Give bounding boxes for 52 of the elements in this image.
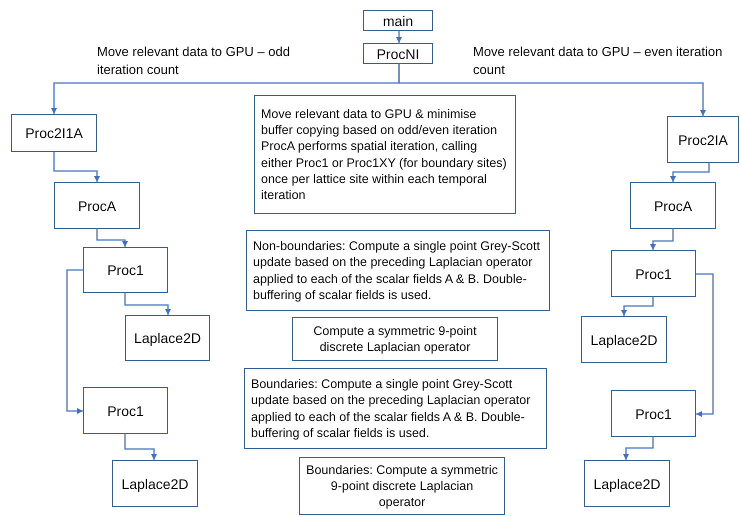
connector-arrow [124, 434, 157, 460]
connector-arrow [650, 229, 674, 250]
description-box [292, 317, 498, 361]
connector-arrow [396, 31, 402, 43]
annotation-text: Move relevant data to GPU – odd iteration count [97, 43, 291, 78]
process-box [611, 250, 696, 297]
description-text: Compute a symmetric 9-point discrete Laplacian operator [312, 322, 478, 356]
box-label: Laplace2D [594, 476, 660, 492]
connector-arrow [66, 269, 83, 414]
connector-arrow [124, 293, 171, 315]
description-text: Non-boundaries: Compute a single point Grey-Scott update based on the preceding Laplacian operator applied to each of the scalar fields A & B. Double-buffering of scalar fields is used. [253, 238, 541, 303]
description-text: Boundaries: Compute a single point Grey-Scott update based on the preceding Laplacian operator applied to each of the scalar fields A & B. Double-buffering of scalar fields is used. [251, 376, 532, 441]
box-label: Proc1 [107, 402, 144, 418]
process-box [112, 460, 198, 507]
description-text: Boundaries: Compute a symmetric 9-point discrete Laplacian operator [306, 462, 498, 510]
box-label: Proc1 [107, 262, 144, 278]
process-box [11, 114, 97, 152]
box-label: ProcA [654, 198, 692, 214]
connector-arrow [696, 273, 714, 417]
process-box [83, 247, 168, 293]
box-label: Proc1 [635, 266, 672, 282]
process-box [611, 390, 696, 437]
process-box [584, 460, 670, 507]
connector-arrow [96, 229, 128, 247]
process-box [54, 182, 140, 229]
box-label: Proc2I1A [25, 125, 83, 141]
connector-arrow [670, 163, 710, 182]
process-box [125, 315, 210, 361]
description-box [299, 457, 505, 515]
box-label: Laplace2D [590, 332, 658, 348]
box-label: main [382, 12, 414, 28]
process-box [363, 43, 433, 64]
box-label: Laplace2D [134, 330, 201, 346]
box-label: ProcNI [376, 46, 420, 62]
connector-arrow [623, 437, 654, 460]
process-box [581, 316, 667, 363]
box-label: Proc2IA [678, 132, 728, 148]
description-box [246, 230, 550, 311]
process-box [83, 387, 168, 434]
process-box [630, 182, 716, 229]
process-box [363, 10, 433, 31]
description-box [244, 368, 547, 449]
description-box [254, 95, 516, 214]
box-label: Laplace2D [122, 476, 188, 492]
box-label: Proc1 [635, 406, 672, 422]
annotation-text: Move relevant data to GPU – even iteration count [473, 43, 723, 78]
description-text: Move relevant data to GPU & minimise buffer copying based on odd/even iteration ProcA performs spatial iteration, calling either Proc1 or Proc1XY (for boundary sites) once per lattice site within each temporal iteration [261, 106, 508, 204]
connector-arrow [398, 64, 706, 116]
connector-arrow [621, 297, 654, 316]
connector-arrow [53, 152, 100, 182]
box-label: ProcA [78, 198, 116, 214]
process-box [667, 116, 739, 163]
